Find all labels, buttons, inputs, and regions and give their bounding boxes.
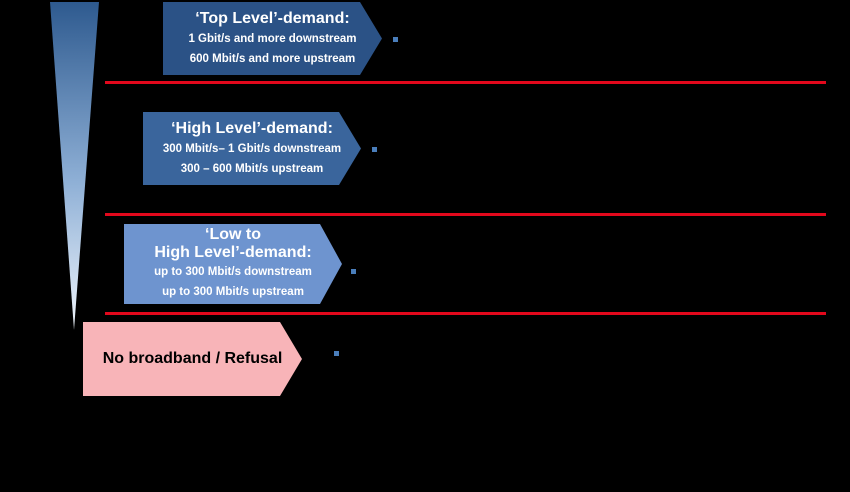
top-level-upstream: 600 Mbit/s and more upstream	[189, 52, 356, 65]
low-to-high-level-demand-box: ‘Low to High Level’-demand: up to 300 Mb…	[124, 224, 342, 304]
separator-line-1	[105, 81, 826, 84]
low-to-high-title-line2: High Level’-demand:	[154, 244, 312, 261]
low-to-high-downstream: up to 300 Mbit/s downstream	[154, 266, 312, 278]
separator-line-3	[105, 312, 826, 315]
high-level-demand-box: ‘High Level’-demand: 300 Mbit/s– 1 Gbit/…	[143, 112, 361, 185]
bullet-marker-4	[334, 351, 339, 356]
bullet-marker-3	[351, 269, 356, 274]
no-broadband-refusal-box: No broadband / Refusal	[83, 322, 302, 396]
high-level-title: ‘High Level’-demand:	[171, 119, 333, 137]
high-level-upstream: 300 – 600 Mbit/s upstream	[180, 162, 324, 175]
high-level-downstream: 300 Mbit/s– 1 Gbit/s downstream	[162, 142, 342, 155]
bullet-marker-1	[393, 37, 398, 42]
top-level-downstream: 1 Gbit/s and more downstream	[188, 32, 357, 45]
top-level-title: ‘Top Level’-demand:	[195, 9, 350, 27]
top-level-demand-box: ‘Top Level’-demand: 1 Gbit/s and more do…	[163, 2, 382, 75]
low-to-high-upstream: up to 300 Mbit/s upstream	[162, 286, 304, 298]
demand-wedge	[50, 2, 99, 330]
bullet-marker-2	[372, 147, 377, 152]
separator-line-2	[105, 213, 826, 216]
low-to-high-title-line1: ‘Low to	[205, 226, 261, 243]
refusal-title: No broadband / Refusal	[102, 350, 283, 367]
